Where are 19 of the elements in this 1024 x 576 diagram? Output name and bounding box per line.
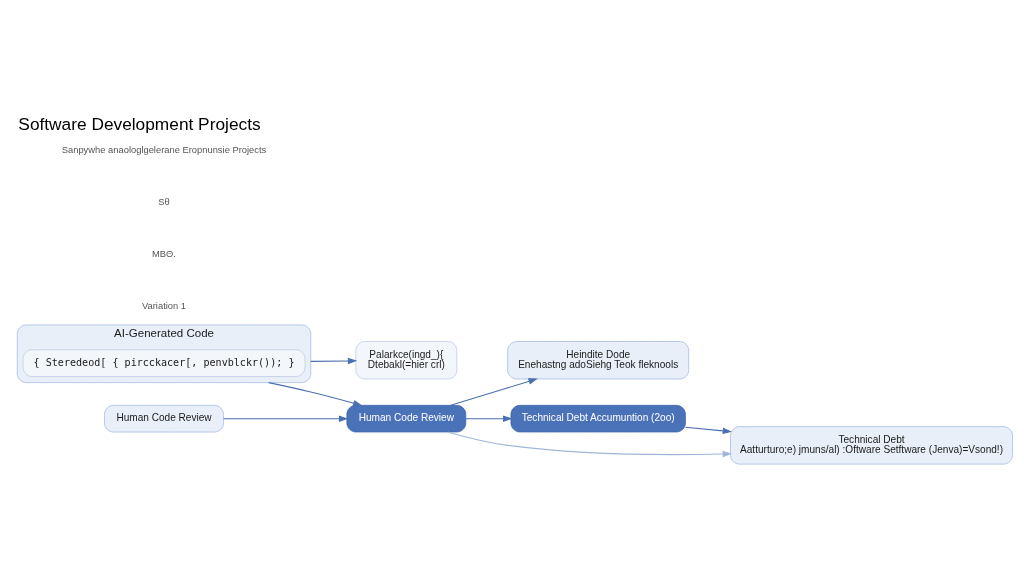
node-box: Heindite Dode Enehastng adoSiehg Teok fleknools	[507, 340, 690, 379]
label: Variation 1	[141, 300, 187, 311]
node-box: Human Code Review	[346, 404, 467, 432]
arrow	[450, 377, 538, 406]
arrow	[684, 426, 733, 434]
arrow	[268, 381, 363, 406]
arrow	[310, 357, 358, 364]
arrow	[223, 414, 349, 422]
node-box: Technical Debt Aatturturo;e) jmuns/al) :Oftware Setftware (Jenva)=Vsond!)	[730, 425, 1013, 464]
arrow	[447, 431, 732, 457]
node-box: Technical Debt Accumuntion (2oo)	[510, 404, 686, 432]
label: Sanpywhe anaologlgelerane Eropnunsie Projects	[61, 144, 267, 155]
label: Sθ	[158, 196, 170, 207]
diagram-title: Software Development Projects	[18, 113, 261, 134]
node-box: Palarkce(ingd_){ Dtebakl(=hier crl)	[355, 340, 458, 379]
node-box: Human Code Review	[104, 404, 224, 432]
arrow	[465, 414, 513, 422]
node-box: { Steredeod[ { pircckacer[, penvblckr()); }	[22, 348, 306, 377]
label: MBΘ.	[152, 248, 176, 259]
